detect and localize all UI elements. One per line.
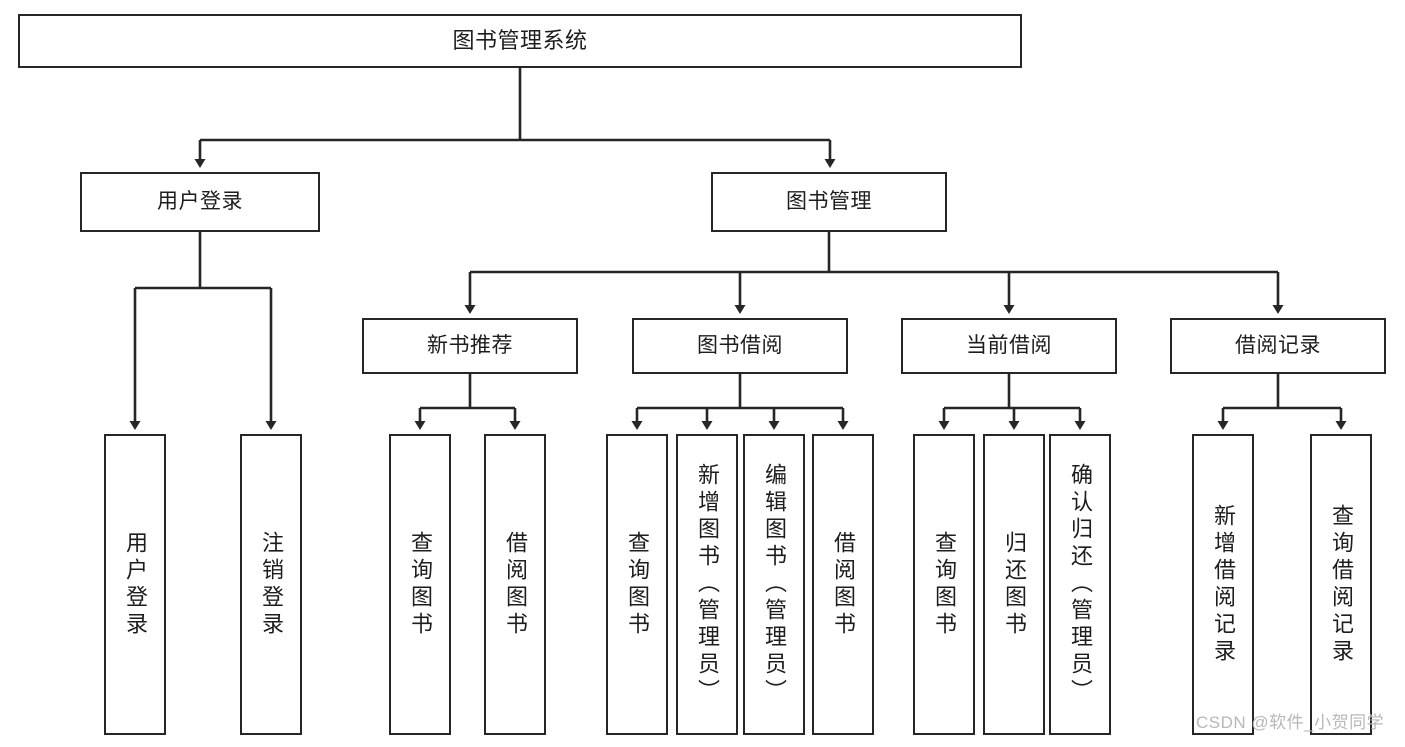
node-current-borrow[interactable]: 当前借阅 xyxy=(901,318,1117,374)
leaf-confirm-return-admin[interactable]: 确认归还（管理员） xyxy=(1049,434,1111,735)
leaf-query-borrow-record-label: 查询借阅记录 xyxy=(1329,503,1354,666)
leaf-user-login-label: 用户登录 xyxy=(123,530,148,639)
node-new-book-recommend[interactable]: 新书推荐 xyxy=(362,318,578,374)
node-book-borrow[interactable]: 图书借阅 xyxy=(632,318,848,374)
leaf-borrow-book-recommend-label: 借阅图书 xyxy=(503,530,528,639)
node-user-login[interactable]: 用户登录 xyxy=(80,172,320,232)
node-book-management-label: 图书管理 xyxy=(786,189,872,213)
node-borrow-record-label: 借阅记录 xyxy=(1235,333,1321,357)
node-borrow-record[interactable]: 借阅记录 xyxy=(1170,318,1386,374)
leaf-add-borrow-record-label: 新增借阅记录 xyxy=(1211,503,1236,666)
node-user-login-label: 用户登录 xyxy=(157,189,243,213)
leaf-edit-book-admin[interactable]: 编辑图书（管理员） xyxy=(743,434,805,735)
watermark: CSDN @软件_小贺同学 xyxy=(1196,713,1385,732)
leaf-confirm-return-admin-label: 确认归还（管理员） xyxy=(1068,463,1093,706)
leaf-query-book-borrow-label: 查询图书 xyxy=(625,530,650,639)
node-book-management[interactable]: 图书管理 xyxy=(711,172,947,232)
leaf-query-book-recommend[interactable]: 查询图书 xyxy=(389,434,451,735)
leaf-query-book-recommend-label: 查询图书 xyxy=(408,530,433,639)
leaf-add-book-admin-label: 新增图书（管理员） xyxy=(695,463,720,706)
leaf-query-book-borrow[interactable]: 查询图书 xyxy=(606,434,668,735)
leaf-logout-label: 注销登录 xyxy=(259,530,284,639)
leaf-borrow-book-recommend[interactable]: 借阅图书 xyxy=(484,434,546,735)
leaf-user-login[interactable]: 用户登录 xyxy=(104,434,166,735)
node-book-borrow-label: 图书借阅 xyxy=(697,333,783,357)
node-current-borrow-label: 当前借阅 xyxy=(966,333,1052,357)
leaf-edit-book-admin-label: 编辑图书（管理员） xyxy=(762,463,787,706)
leaf-add-borrow-record[interactable]: 新增借阅记录 xyxy=(1192,434,1254,735)
leaf-borrow-book[interactable]: 借阅图书 xyxy=(812,434,874,735)
node-root-label: 图书管理系统 xyxy=(452,28,588,54)
leaf-borrow-book-label: 借阅图书 xyxy=(831,530,856,639)
leaf-add-book-admin[interactable]: 新增图书（管理员） xyxy=(676,434,738,735)
leaf-query-book-current[interactable]: 查询图书 xyxy=(913,434,975,735)
node-root[interactable]: 图书管理系统 xyxy=(18,14,1022,68)
leaf-query-book-current-label: 查询图书 xyxy=(932,530,957,639)
leaf-query-borrow-record[interactable]: 查询借阅记录 xyxy=(1310,434,1372,735)
node-new-book-recommend-label: 新书推荐 xyxy=(427,333,513,357)
leaf-logout[interactable]: 注销登录 xyxy=(240,434,302,735)
leaf-return-book[interactable]: 归还图书 xyxy=(983,434,1045,735)
leaf-return-book-label: 归还图书 xyxy=(1002,530,1027,639)
